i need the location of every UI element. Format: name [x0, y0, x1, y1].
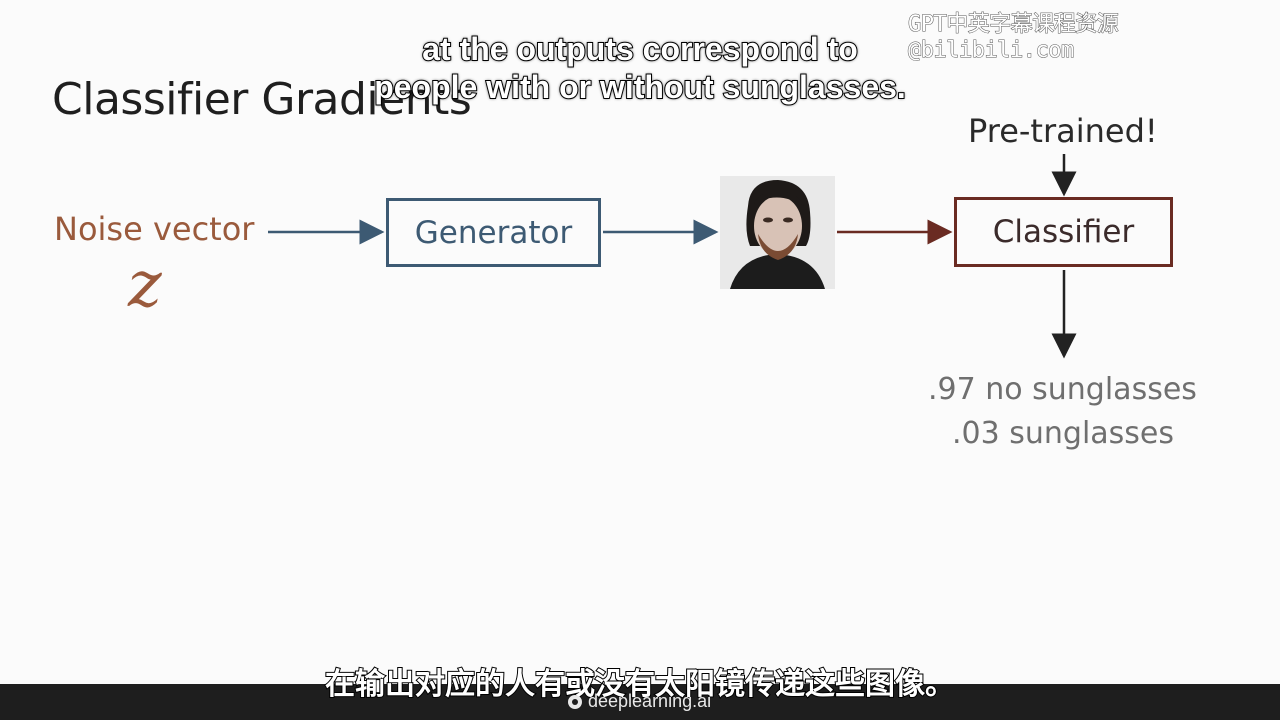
generator-label: Generator: [414, 214, 573, 251]
classifier-label: Classifier: [992, 214, 1135, 250]
footer-logo-text: deeplearning.ai: [588, 691, 712, 711]
generated-face-image: [720, 176, 835, 289]
subtitle-chinese: 在输出对应的人有或没有太阳镜传递这些图像。: [324, 666, 956, 703]
footer-logo: deeplearning.ai: [568, 691, 711, 712]
pretrained-label: Pre-trained!: [968, 112, 1158, 150]
deeplearning-logo-icon: [568, 694, 582, 709]
subtitle-english-line1: at the outputs correspond to: [421, 30, 859, 68]
z-symbol: z: [128, 248, 162, 322]
bottom-bar: [0, 684, 1280, 720]
output-no-sunglasses: .97 no sunglasses: [928, 372, 1197, 407]
subtitle-english-line2: people with or without sunglasses.: [373, 68, 907, 106]
output-sunglasses: .03 sunglasses: [952, 416, 1175, 451]
classifier-box: Classifier: [954, 197, 1173, 267]
noise-vector-label: Noise vector: [54, 210, 255, 248]
generator-box: Generator: [386, 198, 601, 267]
slide-title: Classifier Gradients: [52, 74, 472, 125]
watermark: GPT中英字幕课程资源@bilibili.com: [908, 12, 1120, 64]
